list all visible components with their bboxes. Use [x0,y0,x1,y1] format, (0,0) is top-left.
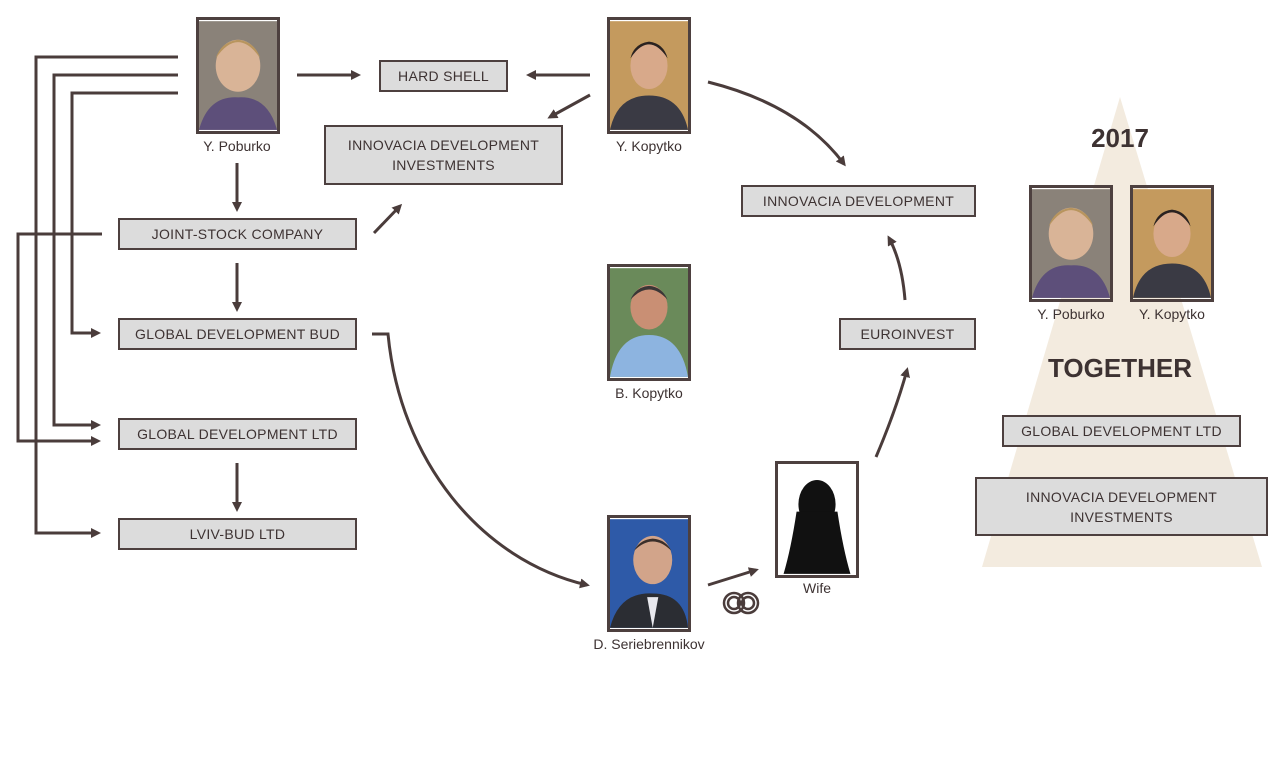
box-text-line1: INNOVACIA DEVELOPMENT [347,137,540,153]
box-lviv-bud-ltd: LVIV-BUD LTD [118,518,357,550]
photo-d-seriebrennikov [607,515,691,632]
box-euroinvest: EUROINVEST [839,318,976,350]
arrow-jsc-idi [372,203,403,235]
box-text-line2: INVESTMENTS [392,157,495,173]
box-text-line1: INNOVACIA DEVELOPMENT [1025,488,1218,505]
label-wife: Wife [803,580,831,596]
label-y-kopytko: Y. Kopytko [616,138,682,154]
panel-photo-y-poburko [1029,185,1113,302]
panel-box-innovacia-development-investments: INNOVACIA DEVELOPMENT INVESTMENTS [975,477,1268,536]
together-triangle [982,97,1262,567]
photo-y-kopytko [607,17,691,134]
panel-label-y-kopytko: Y. Kopytko [1139,306,1205,322]
arrow-poburko-lvivbud [34,55,178,538]
panel-box-global-development-ltd: GLOBAL DEVELOPMENT LTD [1002,415,1241,447]
panel-label-y-poburko: Y. Poburko [1037,306,1105,322]
box-global-development-bud: GLOBAL DEVELOPMENT BUD [118,318,357,350]
arrow-wife-euroinvest [874,367,910,458]
label-d-seriebrennikov: D. Seriebrennikov [593,636,705,652]
box-innovacia-development: INNOVACIA DEVELOPMENT [741,185,976,217]
box-global-development-ltd: GLOBAL DEVELOPMENT LTD [118,418,357,450]
arrow-kopytko-idi [547,93,591,119]
photo-y-poburko [196,17,280,134]
box-innovacia-development-investments: INNOVACIA DEVELOPMENT INVESTMENTS [324,125,563,185]
arrow-poburko-gdb [70,91,178,338]
label-b-kopytko: B. Kopytko [615,385,683,401]
box-joint-stock-company: JOINT-STOCK COMPANY [118,218,357,250]
photo-wife-silhouette [775,461,859,578]
box-text-line2: INVESTMENTS [1070,508,1173,525]
wedding-rings-icon [722,591,760,615]
photo-b-kopytko [607,264,691,381]
panel-together: TOGETHER [1048,353,1192,383]
panel-photo-y-kopytko [1130,185,1214,302]
box-hard-shell: HARD SHELL [379,60,508,92]
arrow-gdb-seriebrennikov [372,332,590,589]
arrow-poburko-gdl [52,73,178,430]
label-y-poburko: Y. Poburko [203,138,271,154]
panel-year: 2017 [1091,123,1149,153]
arrow-jsc-gdl [16,232,102,446]
arrow-kopytko-innovacia [707,80,846,167]
arrow-euroinvest-innovacia [887,235,907,301]
arrow-seriebrennikov-wife [707,567,759,587]
